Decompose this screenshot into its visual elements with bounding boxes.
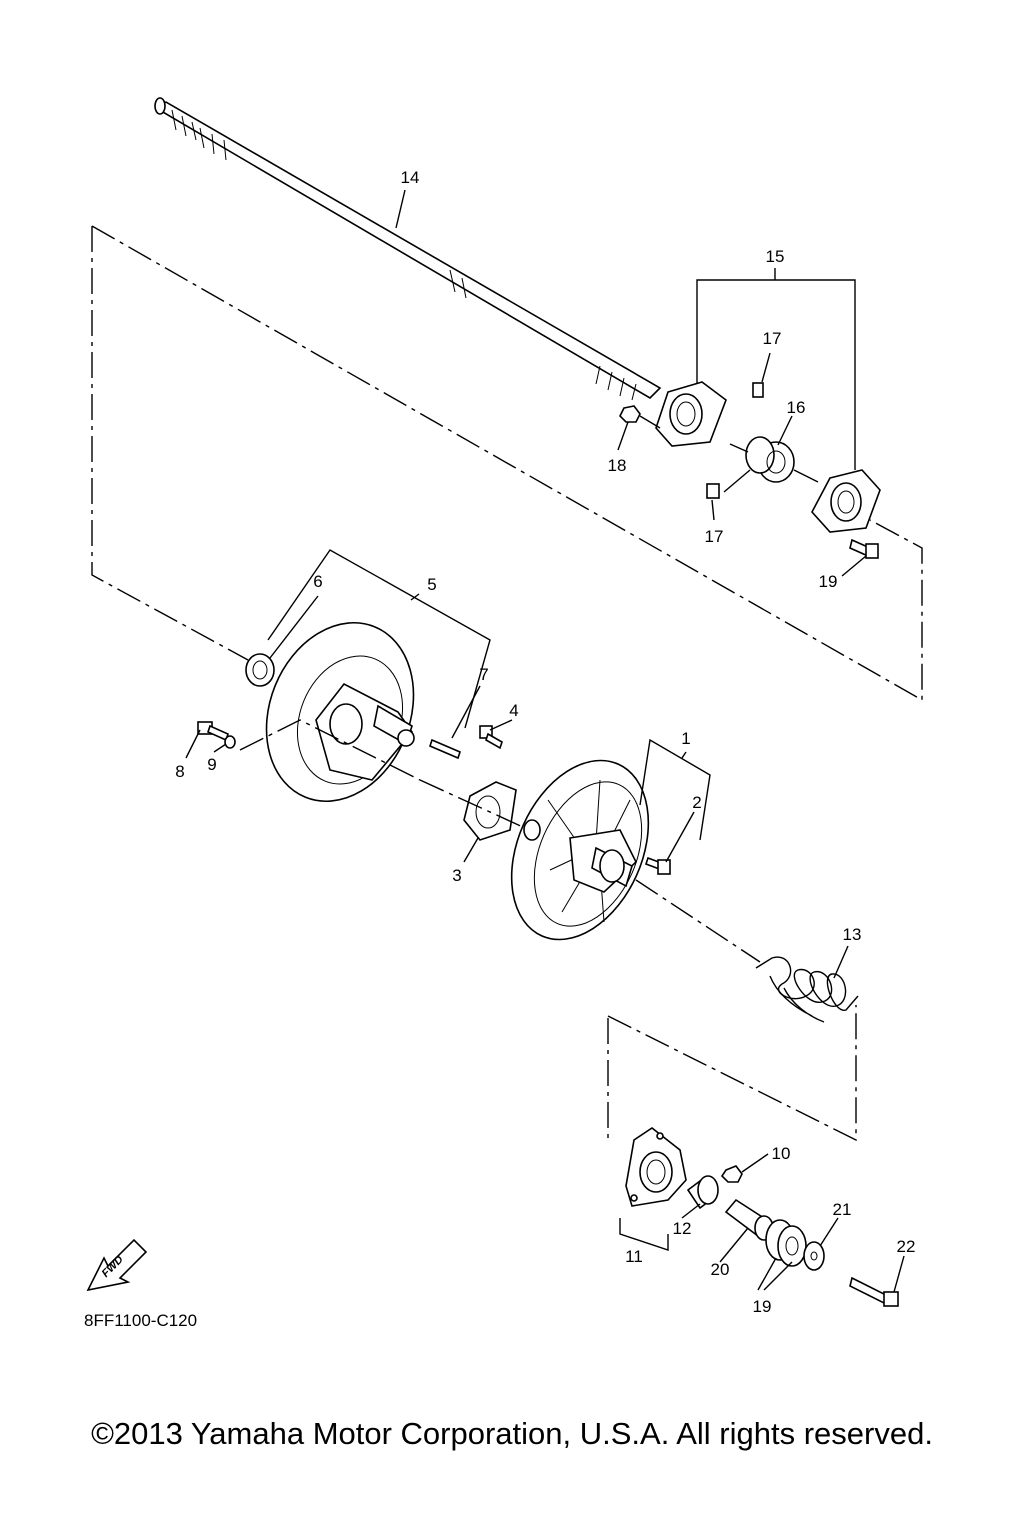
callout-labels: 14 15 17 16 18 17 19 6 5 7 4 1 8 9 2 3 1…: [175, 168, 915, 1316]
callout-8: 8: [175, 762, 184, 781]
callout-6: 6: [313, 572, 322, 591]
callout-3: 3: [452, 866, 461, 885]
callout-18: 19: [819, 572, 838, 591]
bracket-5: [267, 549, 491, 729]
callout-17-lower: 17: [705, 527, 724, 546]
copyright-notice: ©2013 Yamaha Motor Corporation, U.S.A. A…: [91, 1416, 933, 1451]
bushing-12: [686, 1175, 719, 1210]
callout-16: 16: [787, 398, 806, 417]
leader-lines: [185, 189, 905, 1293]
bracket-1: [639, 738, 711, 841]
fixed-sheave: [265, 621, 415, 803]
spring-13: [755, 956, 859, 1023]
callout-22: 21: [833, 1200, 852, 1219]
washer-22: [803, 1241, 825, 1271]
bearing-part: [745, 436, 795, 483]
fwd-arrow-icon: FWD: [86, 1238, 148, 1292]
bolt-4: [479, 725, 503, 750]
callout-1: 1: [681, 729, 690, 748]
callout-19: 18: [608, 456, 627, 475]
nut-19: [619, 405, 641, 423]
callout-4: 4: [509, 701, 518, 720]
callout-21: 20: [711, 1260, 730, 1279]
bolt-23: [849, 1276, 899, 1307]
nut-10: [720, 1165, 743, 1183]
movable-sheave: [510, 759, 650, 941]
callout-20: 19: [753, 1297, 772, 1316]
screw-2: [644, 856, 671, 875]
set-screw-lower: [706, 483, 720, 499]
bracket-15: [696, 279, 856, 470]
bolt-8: [197, 721, 229, 742]
stud-7: [429, 738, 461, 760]
set-screw-upper: [752, 382, 764, 398]
callout-7: 7: [479, 665, 488, 684]
bearing-housing-upper: [655, 381, 727, 447]
callout-17-upper: 17: [763, 329, 782, 348]
callout-15: 15: [766, 247, 785, 266]
shaft-part: [154, 97, 662, 401]
lower-group-frame: [607, 1005, 857, 1142]
callout-23: 22: [897, 1237, 916, 1256]
cam-bracket-11: [625, 1127, 687, 1207]
assembly-frame-line: [91, 225, 923, 702]
callout-5: 5: [427, 575, 436, 594]
callout-10: 10: [772, 1144, 791, 1163]
callout-12: 12: [673, 1219, 692, 1238]
callout-14: 14: [401, 168, 420, 187]
spacer-plate-3: [463, 781, 517, 841]
callout-13: 13: [843, 925, 862, 944]
drawing-code: 8FF1100-C120: [84, 1311, 197, 1330]
callout-11: 11: [625, 1247, 643, 1266]
washer-9: [224, 735, 236, 749]
callout-9: 9: [207, 755, 216, 774]
bolt-18: [849, 538, 879, 559]
rollers-20: [765, 1219, 807, 1267]
bushing-6: [245, 653, 275, 687]
bearing-housing-lower: [811, 469, 881, 533]
callout-2: 2: [692, 793, 701, 812]
